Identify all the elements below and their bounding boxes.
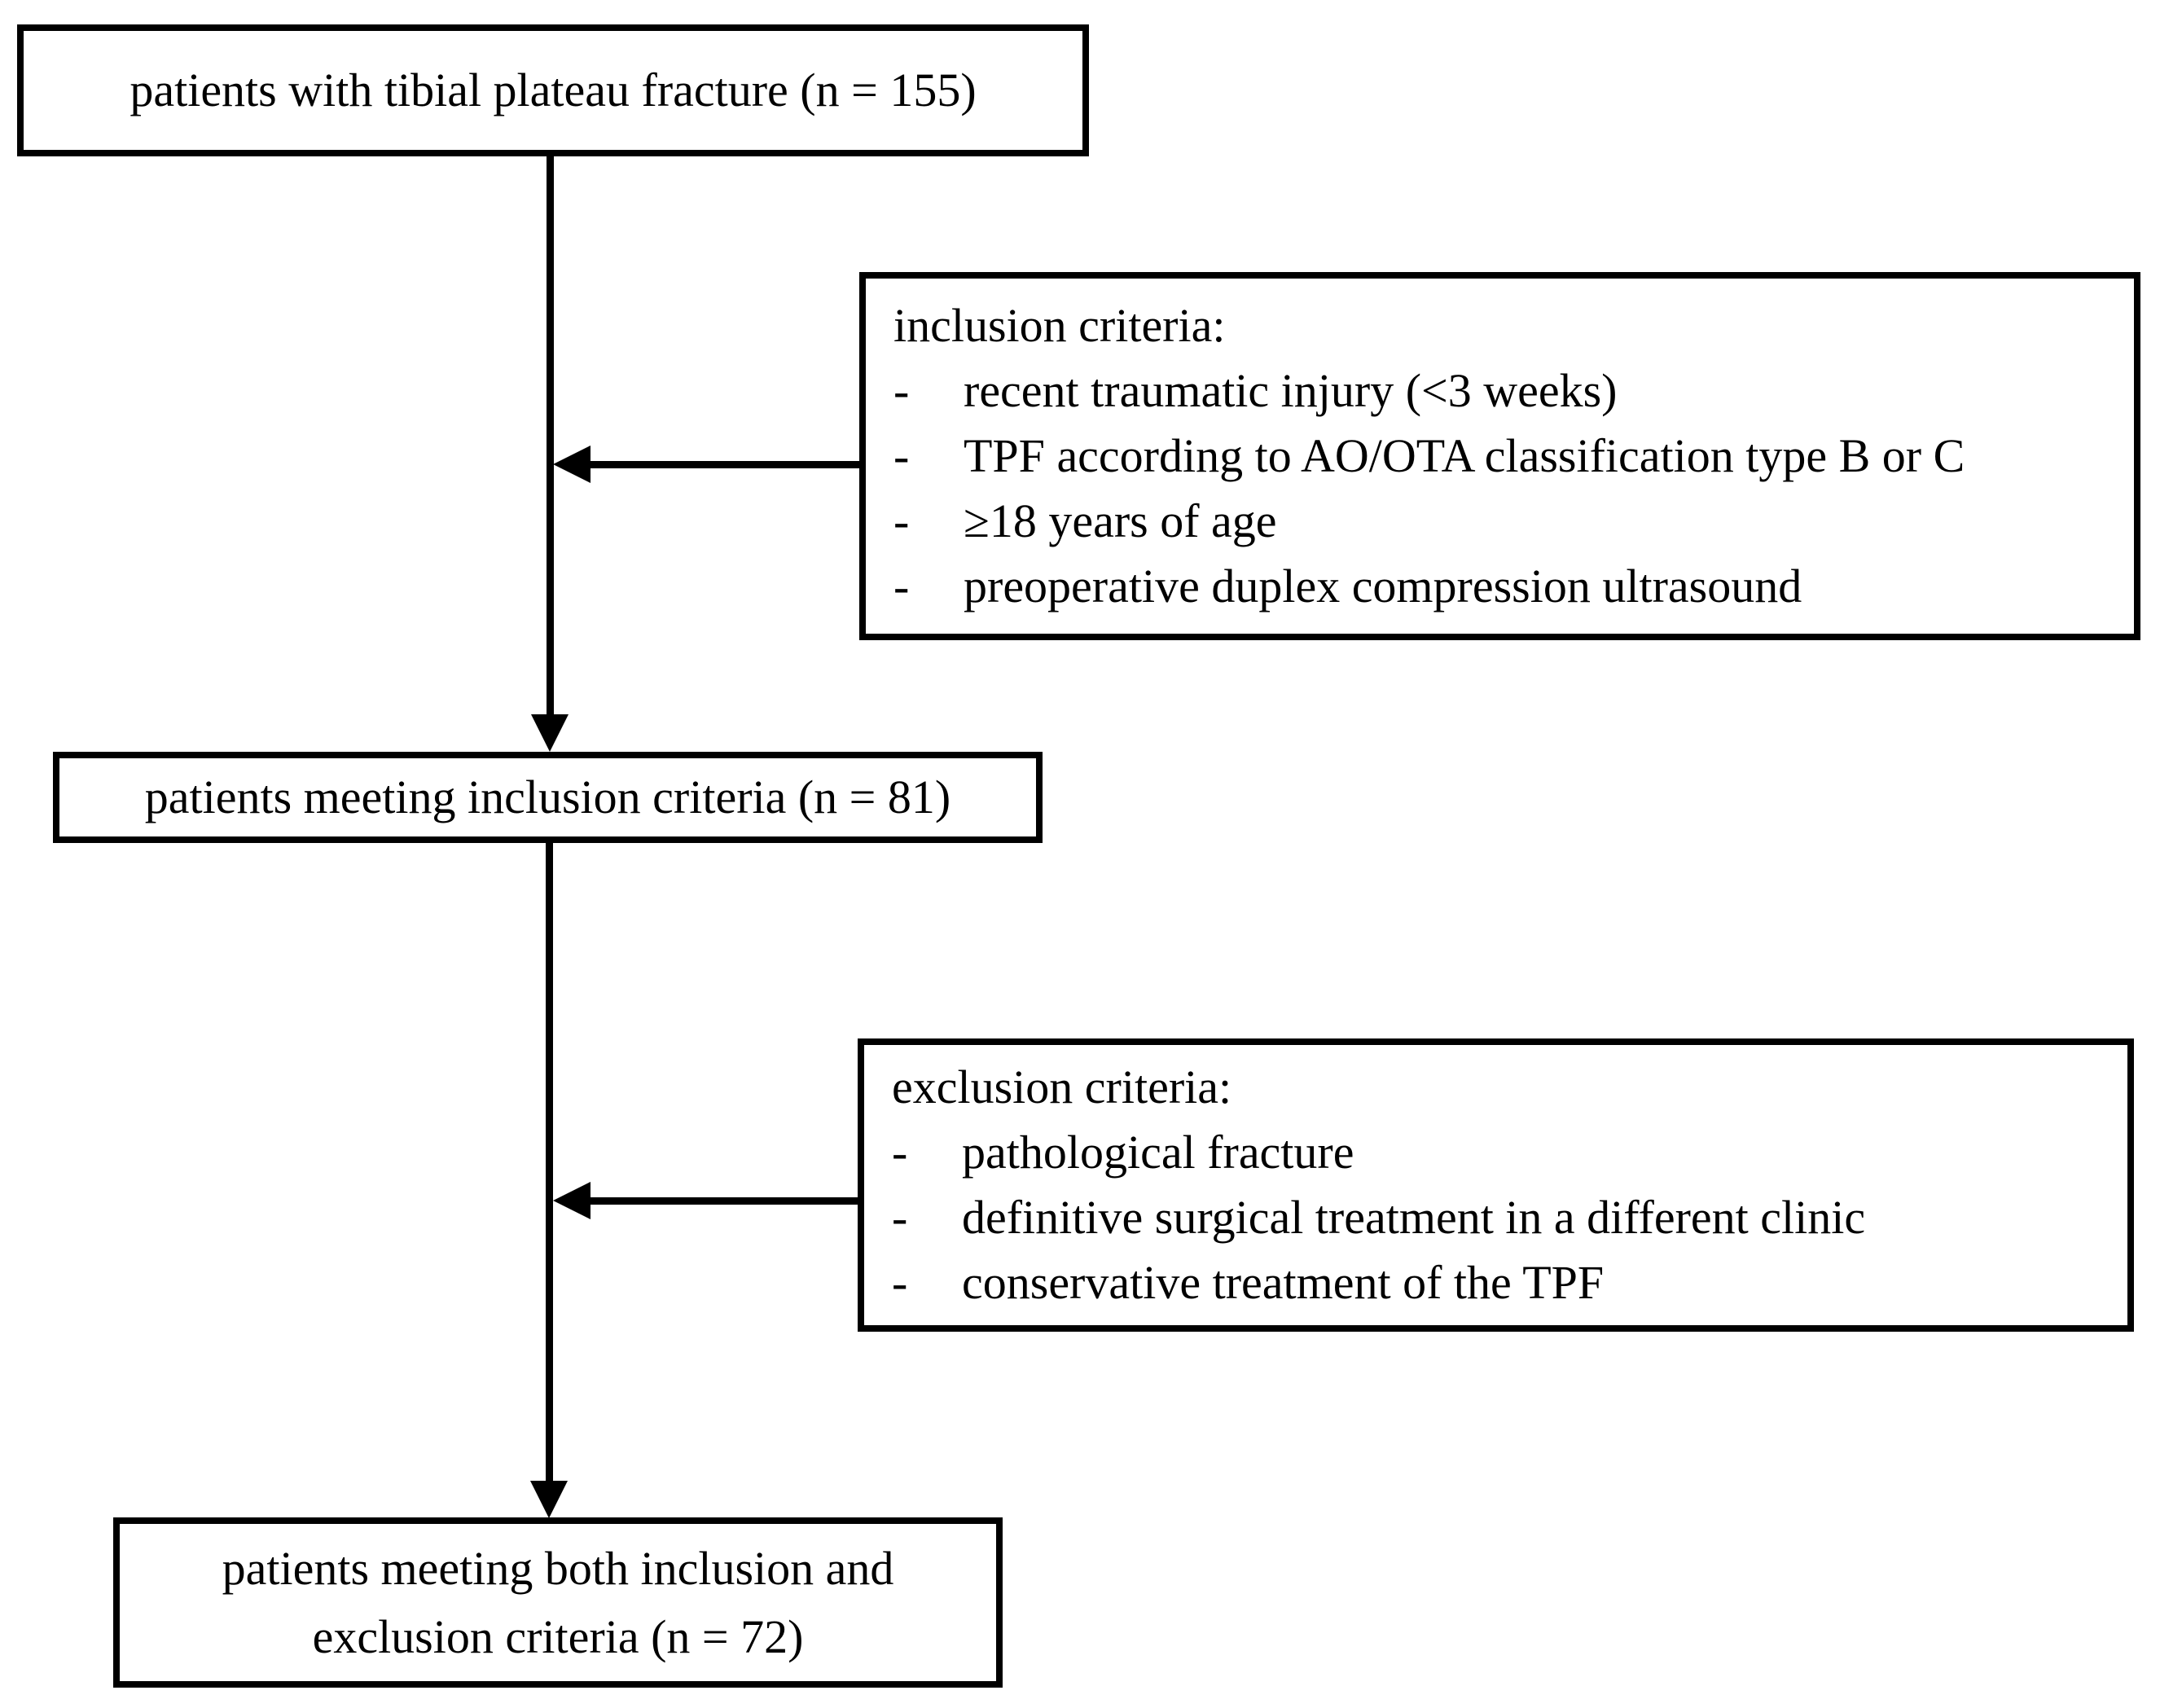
bullet-dash: - (892, 1126, 908, 1179)
bullet-dash: - (892, 1256, 908, 1309)
exclusion-criteria-item: - conservative treatment of the TPF (892, 1250, 2111, 1315)
inclusion-item-text: recent traumatic injury (<3 weeks) (964, 364, 1618, 417)
inclusion-criteria-item: - ≥18 years of age (893, 489, 2118, 554)
inclusion-item-text: ≥18 years of age (964, 494, 1277, 547)
final-box: patients meeting both inclusion and excl… (113, 1517, 1003, 1688)
bullet-dash: - (892, 1191, 908, 1244)
inclusion-criteria-item: - TPF according to AO/OTA classification… (893, 424, 2118, 489)
final-box-label-line1: patients meeting both inclusion and (222, 1541, 894, 1595)
exclusion-criteria-box: exclusion criteria: - pathological fract… (858, 1038, 2134, 1332)
arrowhead-left-icon (553, 1182, 590, 1219)
bullet-dash: - (893, 560, 910, 613)
exclusion-item-text: pathological fracture (962, 1126, 1354, 1179)
start-box-label: patients with tibial plateau fracture (n… (130, 64, 977, 116)
arrowhead-down-icon (530, 1481, 568, 1518)
arrow-inclusion-criteria-line (590, 461, 859, 468)
bullet-dash: - (893, 494, 910, 547)
inclusion-criteria-box: inclusion criteria: - recent traumatic i… (859, 272, 2140, 640)
bullet-dash: - (893, 429, 910, 482)
arrow-inclusion-met-to-final-line (546, 843, 553, 1482)
inclusion-criteria-item: - preoperative duplex compression ultras… (893, 554, 2118, 619)
bullet-dash: - (893, 364, 910, 417)
inclusion-item-text: TPF according to AO/OTA classification t… (964, 429, 1965, 482)
arrowhead-left-icon (553, 446, 590, 483)
exclusion-criteria-item: - pathological fracture (892, 1120, 2111, 1185)
start-box: patients with tibial plateau fracture (n… (17, 24, 1089, 156)
inclusion-criteria-item: - recent traumatic injury (<3 weeks) (893, 358, 2118, 424)
exclusion-criteria-item: - definitive surgical treatment in a dif… (892, 1185, 2111, 1250)
final-box-label-line2: exclusion criteria (n = 72) (312, 1609, 804, 1663)
arrow-start-to-inclusion-met-line (547, 156, 554, 717)
arrowhead-down-icon (531, 714, 569, 752)
inclusion-criteria-title: inclusion criteria: (893, 299, 1226, 352)
inclusion-item-text: preoperative duplex compression ultrasou… (964, 560, 1802, 613)
inclusion-met-box-label: patients meeting inclusion criteria (n =… (144, 771, 951, 823)
exclusion-item-text: conservative treatment of the TPF (962, 1256, 1605, 1309)
inclusion-met-box: patients meeting inclusion criteria (n =… (53, 752, 1043, 843)
exclusion-criteria-title: exclusion criteria: (892, 1060, 1232, 1113)
exclusion-item-text: definitive surgical treatment in a diffe… (962, 1191, 1866, 1244)
arrow-exclusion-criteria-line (590, 1197, 858, 1205)
